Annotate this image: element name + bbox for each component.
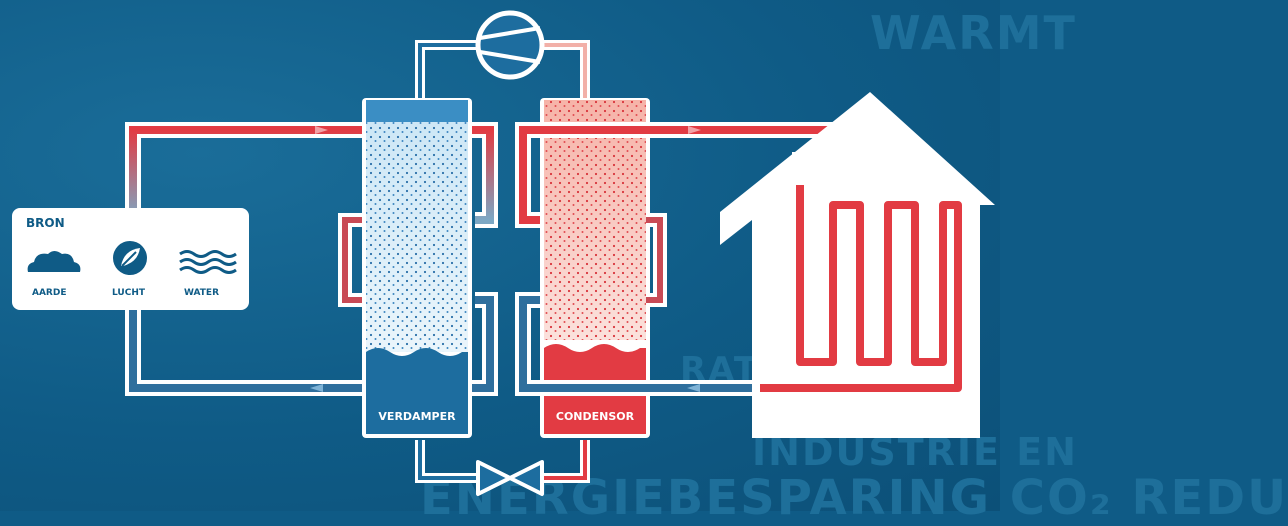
source-panel: BRON AARDE LUCHT WATER <box>12 208 249 310</box>
evaporator: VERDAMPER <box>362 98 472 438</box>
expansion-valve-icon <box>476 460 544 496</box>
source-item-label-aarde: AARDE <box>32 288 67 298</box>
flow-arrows <box>310 126 701 392</box>
source-title: BRON <box>26 216 65 230</box>
house-icon <box>720 92 995 438</box>
source-loop-pipe <box>125 122 498 396</box>
leaf-icon <box>113 241 147 275</box>
source-item-label-water: WATER <box>184 288 220 298</box>
source-item-label-lucht: LUCHT <box>112 288 145 298</box>
compressor-icon <box>475 10 545 80</box>
condenser: CONDENSOR <box>540 98 650 438</box>
evaporator-coil <box>338 213 362 307</box>
condenser-coil <box>646 213 667 307</box>
background-word-warmte: WARMT <box>870 6 1077 60</box>
condenser-label: CONDENSOR <box>556 410 635 423</box>
diagram-canvas: VERDAMPER CONDENSOR <box>125 10 995 496</box>
waves-icon <box>179 250 237 274</box>
earth-icon <box>27 251 81 272</box>
evaporator-label: VERDAMPER <box>378 410 456 423</box>
refrigerant-circuit <box>415 40 590 483</box>
